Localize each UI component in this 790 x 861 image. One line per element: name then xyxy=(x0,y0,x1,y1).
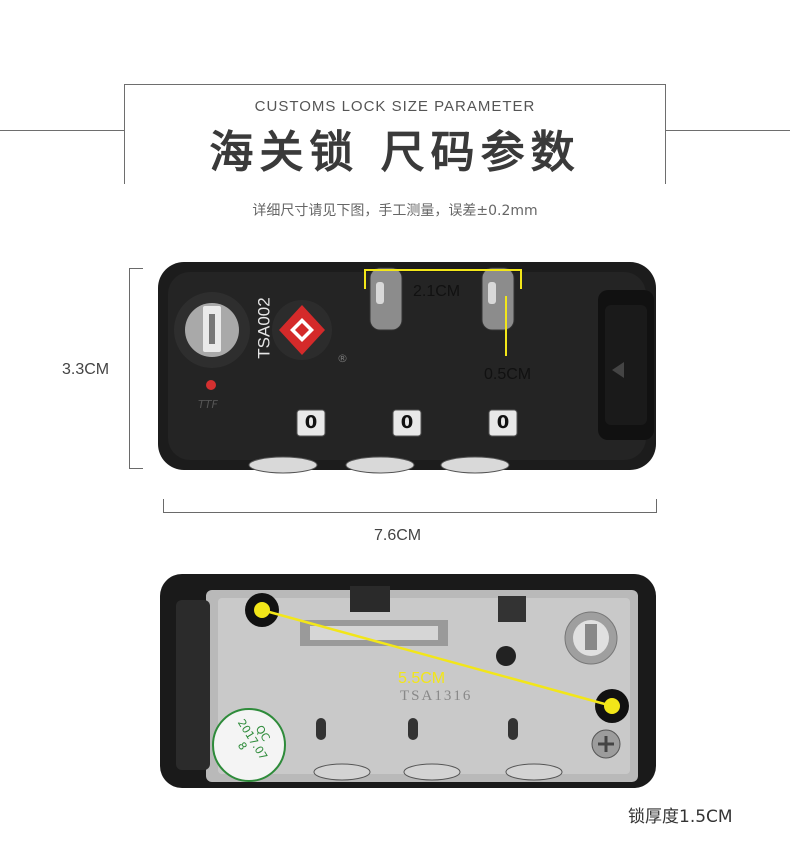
brand-mark: TTF xyxy=(198,398,218,411)
header-subtitle: CUSTOMS LOCK SIZE PARAMETER xyxy=(254,98,536,115)
page-title: 海关锁 尺码参数 xyxy=(209,127,581,178)
dial-digit-3: 0 xyxy=(496,412,510,433)
shackle-spacing-tick-right xyxy=(520,269,522,289)
dial-digit-1: 0 xyxy=(304,412,318,433)
hole-distance-label: 5.5CM xyxy=(398,670,446,687)
height-dimension-tick-bottom xyxy=(129,468,143,469)
shackle-width-label: 0.5CM xyxy=(484,366,532,383)
height-dimension-tick-top xyxy=(129,268,143,269)
width-dimension-tick-left xyxy=(163,499,164,513)
shackle-width-pointer xyxy=(505,296,507,356)
plate-engraving: TSA1316 xyxy=(400,688,473,704)
thickness-label: 锁厚度1.5CM xyxy=(628,807,733,827)
shackle-spacing-tick-left xyxy=(364,269,366,289)
height-dimension-line xyxy=(129,268,130,468)
registered-mark: ® xyxy=(337,352,348,365)
shackle-spacing-line xyxy=(364,269,522,271)
header-rule-right xyxy=(666,130,790,131)
height-label: 3.3CM xyxy=(62,361,110,378)
width-label: 7.6CM xyxy=(374,527,422,544)
measurement-note: 详细尺寸请见下图，手工测量，误差±0.2mm xyxy=(252,203,538,219)
header-rule-left xyxy=(0,130,124,131)
width-dimension-line xyxy=(163,512,657,513)
dial-digit-2: 0 xyxy=(400,412,414,433)
shackle-spacing-label: 2.1CM xyxy=(413,283,461,300)
width-dimension-tick-right xyxy=(656,499,657,513)
header-frame xyxy=(124,84,666,184)
